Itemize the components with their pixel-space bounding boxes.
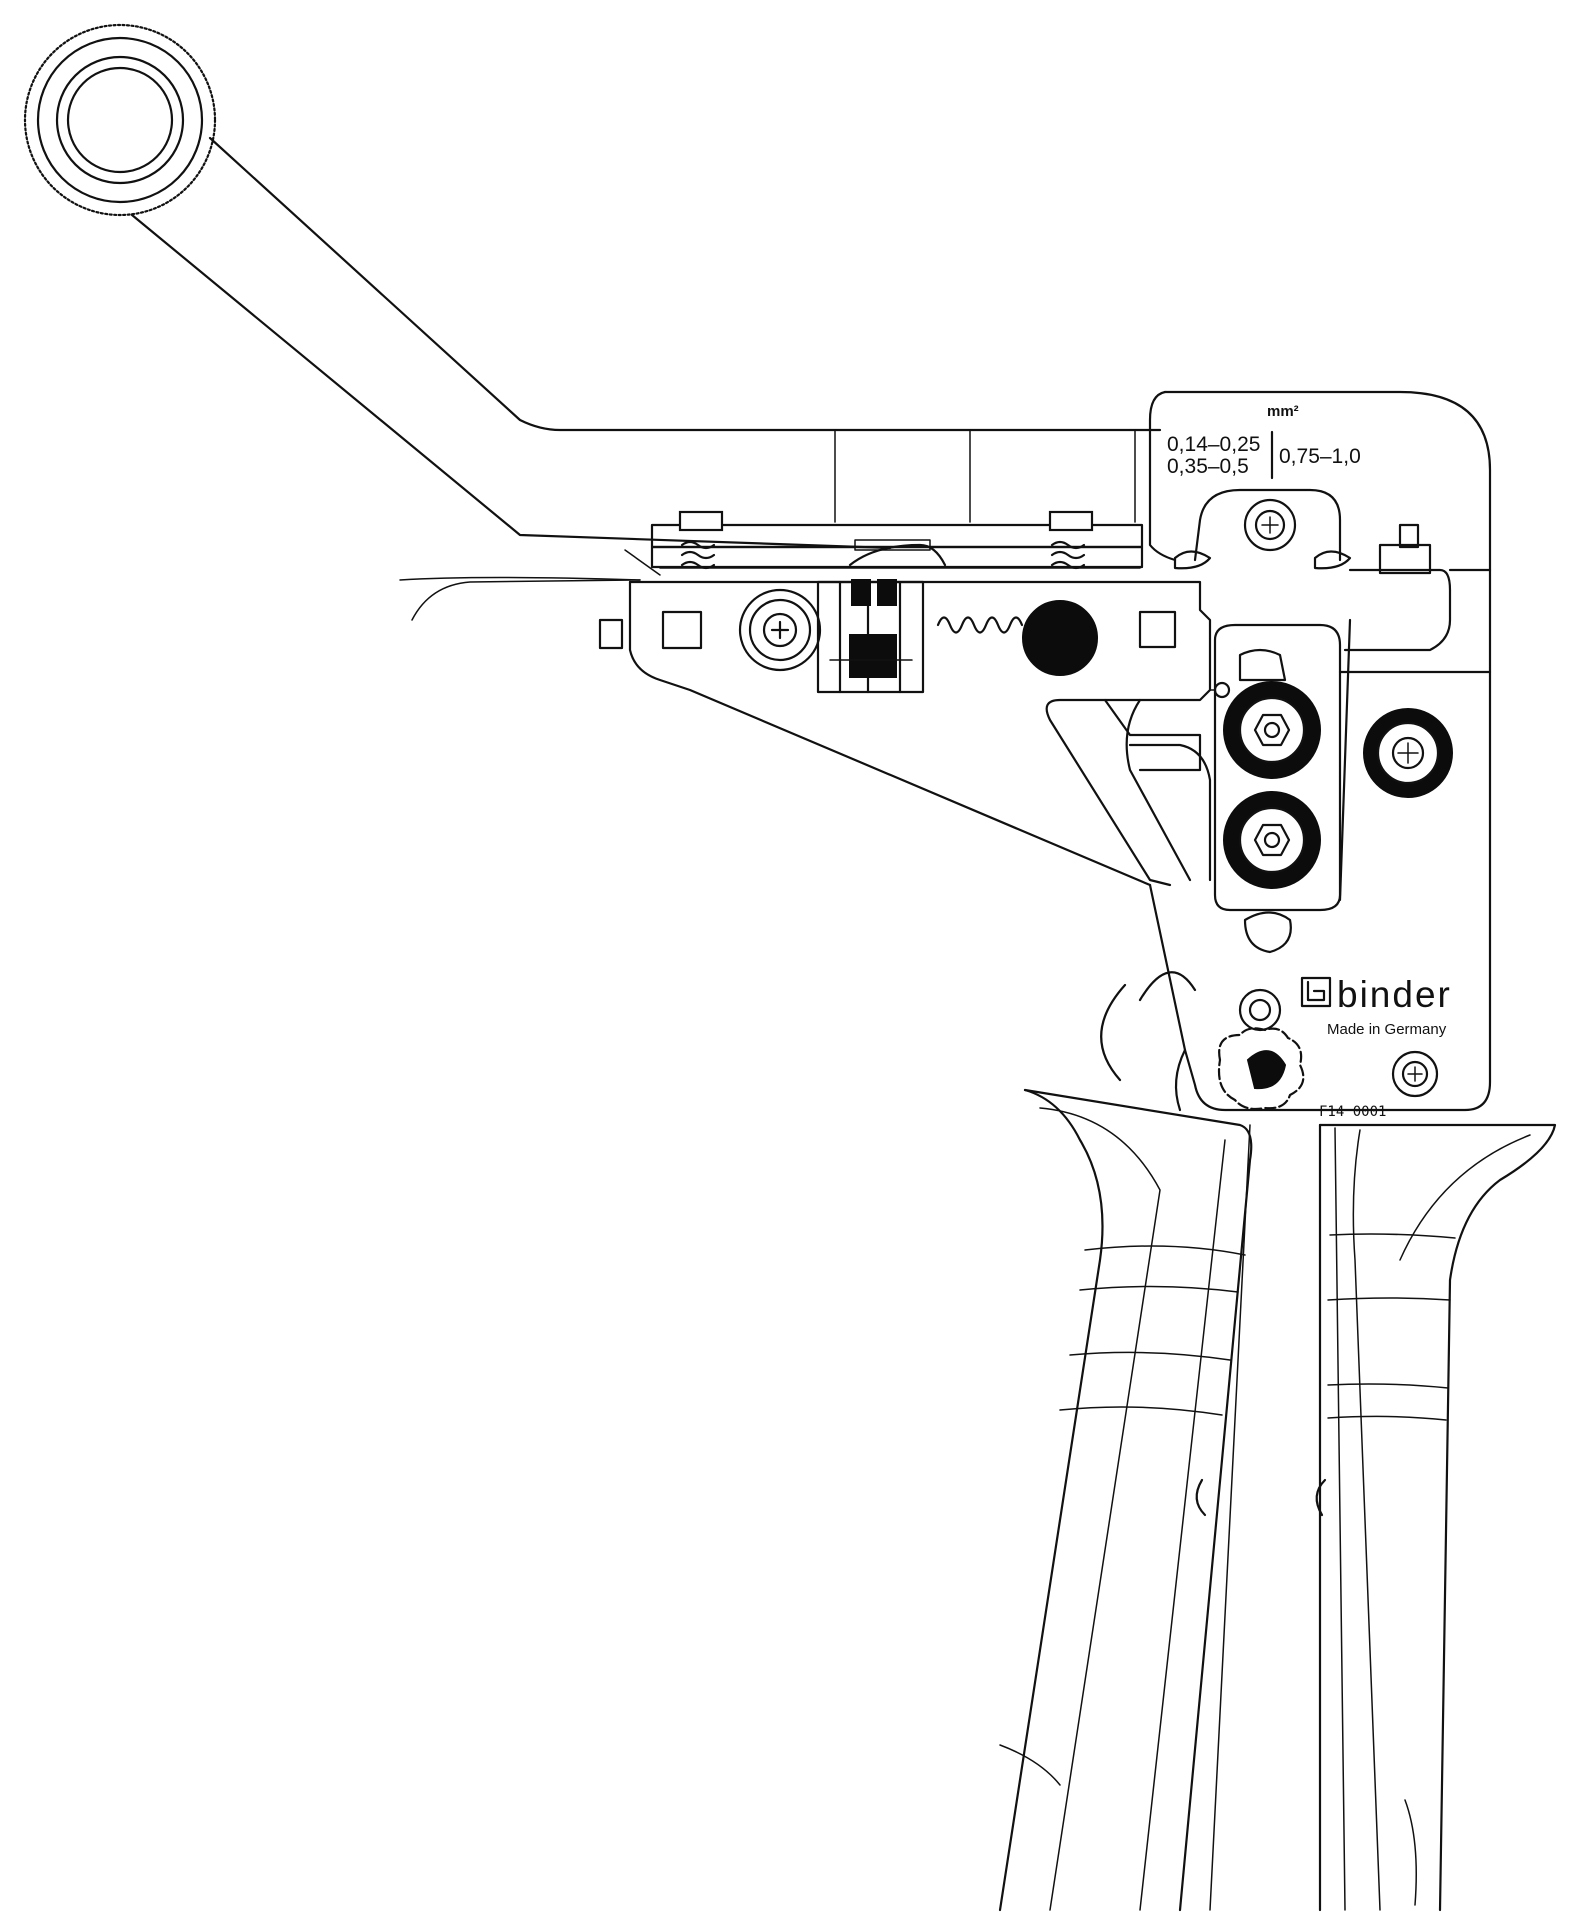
wire [411,549,661,621]
brand-logo-icon [1300,976,1332,1008]
adjuster-plate [1125,623,1342,954]
wire-range-label-2: 0,35–0,5 [1167,455,1249,478]
housing-screws [1217,708,1453,1111]
origin-label: Made in Germany [1327,1021,1447,1038]
wire-range-label-3: 0,75–1,0 [1279,445,1361,468]
left-handle [998,1088,1253,1912]
brand-name: binder [1337,974,1452,1015]
lever-arm [130,136,1162,581]
right-handle [1315,1123,1557,1912]
part-number: F14 0001 [1319,1104,1387,1120]
slide-body [598,579,1216,887]
knurled-knob [23,23,217,217]
wire-range-label-1: 0,14–0,25 [1167,433,1261,456]
upper-rail [650,510,1144,570]
die-head [1148,390,1492,1112]
unit-label: mm² [1267,403,1299,420]
pivot-disc [1100,971,1197,1112]
